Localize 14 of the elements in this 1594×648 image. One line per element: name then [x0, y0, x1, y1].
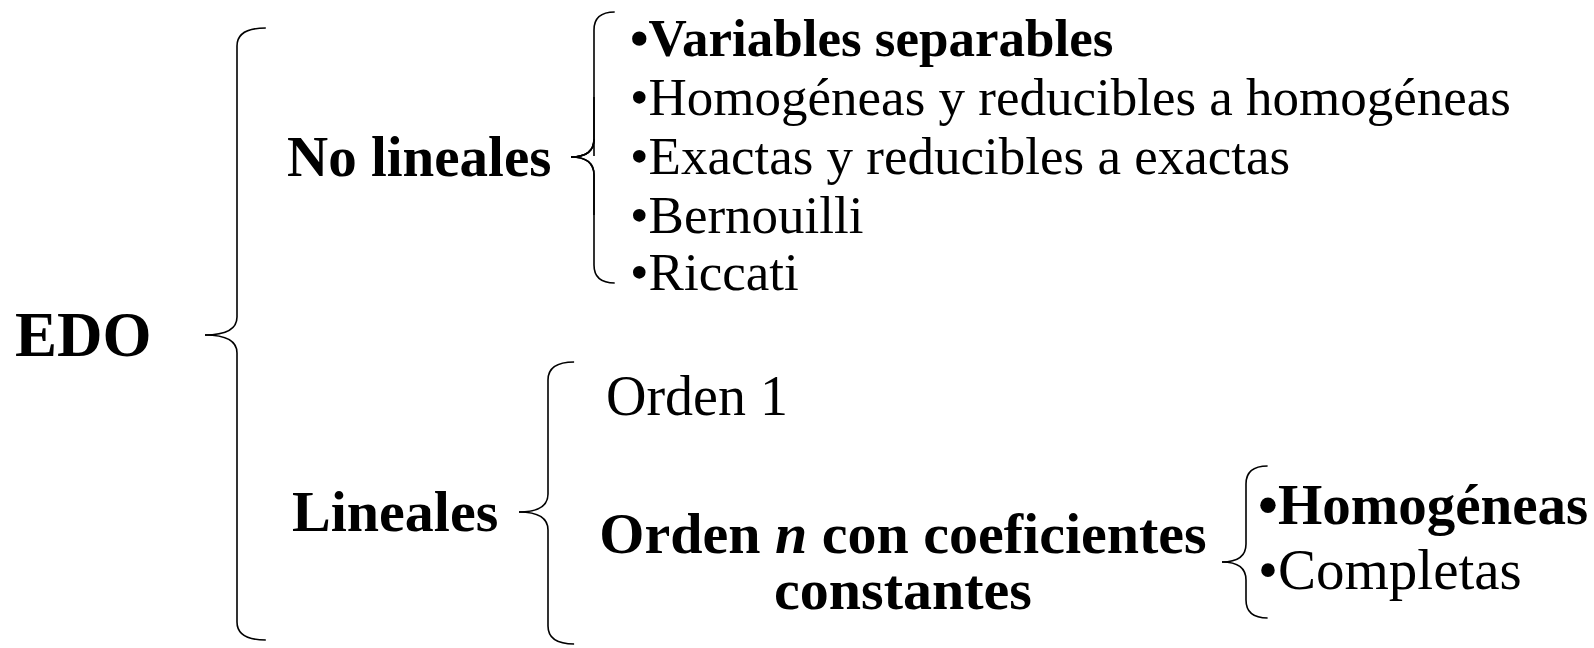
term-label: Lineales [292, 478, 499, 546]
term-label: •Variables separables [630, 7, 1114, 69]
term-label: Orden n con coeficientes constantes [588, 505, 1218, 619]
term-label: Orden 1 [606, 363, 788, 429]
term-label: •Homogéneas y reducibles a homogéneas [630, 66, 1511, 128]
term-label: •Completas [1258, 537, 1522, 603]
curly-brace [518, 511, 575, 645]
curly-brace [204, 334, 267, 641]
curly-brace [570, 156, 616, 284]
curly-brace [1221, 561, 1269, 619]
term-label: •Homogéneas [1258, 472, 1589, 538]
term-label: No lineales [287, 124, 552, 190]
term-label: •Exactas y reducibles a exactas [630, 125, 1291, 187]
term-label: EDO [15, 298, 152, 372]
